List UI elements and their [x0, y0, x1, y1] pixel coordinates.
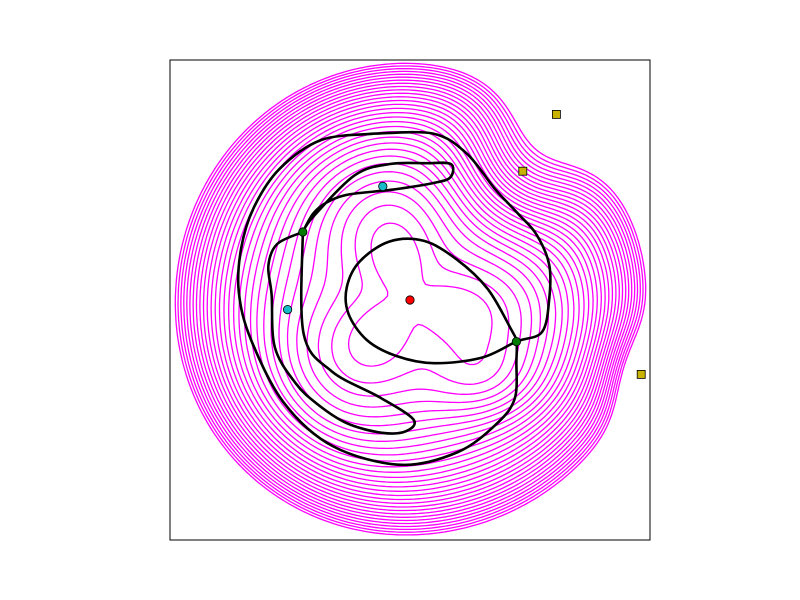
- plot-frame: [169, 59, 651, 541]
- contour-level-4: [296, 171, 542, 418]
- contour-level-19: [206, 92, 617, 504]
- maximum-point-5: [552, 110, 561, 119]
- contour-level-21: [199, 85, 624, 512]
- critical-point-markers: [282, 110, 646, 379]
- contour-level-23: [192, 79, 630, 518]
- contour-level-17: [214, 99, 610, 497]
- saddle-point-2: [511, 336, 522, 347]
- contour-level-1: [331, 204, 510, 385]
- contour-level-2: [317, 191, 522, 397]
- secondary-min-point-3: [378, 181, 388, 191]
- separatrix-upper-lobe: [301, 161, 455, 233]
- saddle-point-1: [298, 227, 308, 237]
- maximum-point-7: [636, 369, 646, 379]
- separatrix-curves: [236, 130, 552, 467]
- contour-level-8: [263, 142, 569, 450]
- separatrix-lower-lobe: [266, 230, 416, 435]
- contour-level-15: [223, 107, 602, 488]
- contour-level-27: [180, 67, 641, 531]
- contour-level-22: [195, 82, 627, 515]
- separatrix-outer-loop: [236, 130, 552, 467]
- contour-level-0: [347, 222, 493, 367]
- contour-level-20: [202, 89, 620, 508]
- contour-lines: [174, 62, 647, 536]
- contour-level-24: [189, 76, 633, 522]
- contour-level-28: [177, 65, 644, 533]
- contour-level-18: [210, 96, 614, 501]
- contour-level-29: [174, 62, 647, 536]
- maximum-point-6: [518, 166, 528, 176]
- contour-level-25: [186, 73, 636, 525]
- contour-level-16: [218, 103, 606, 492]
- secondary-min-point-4: [282, 304, 293, 315]
- minimum-point-0: [405, 295, 415, 305]
- contour-level-11: [243, 125, 585, 468]
- contour-level-26: [183, 70, 639, 528]
